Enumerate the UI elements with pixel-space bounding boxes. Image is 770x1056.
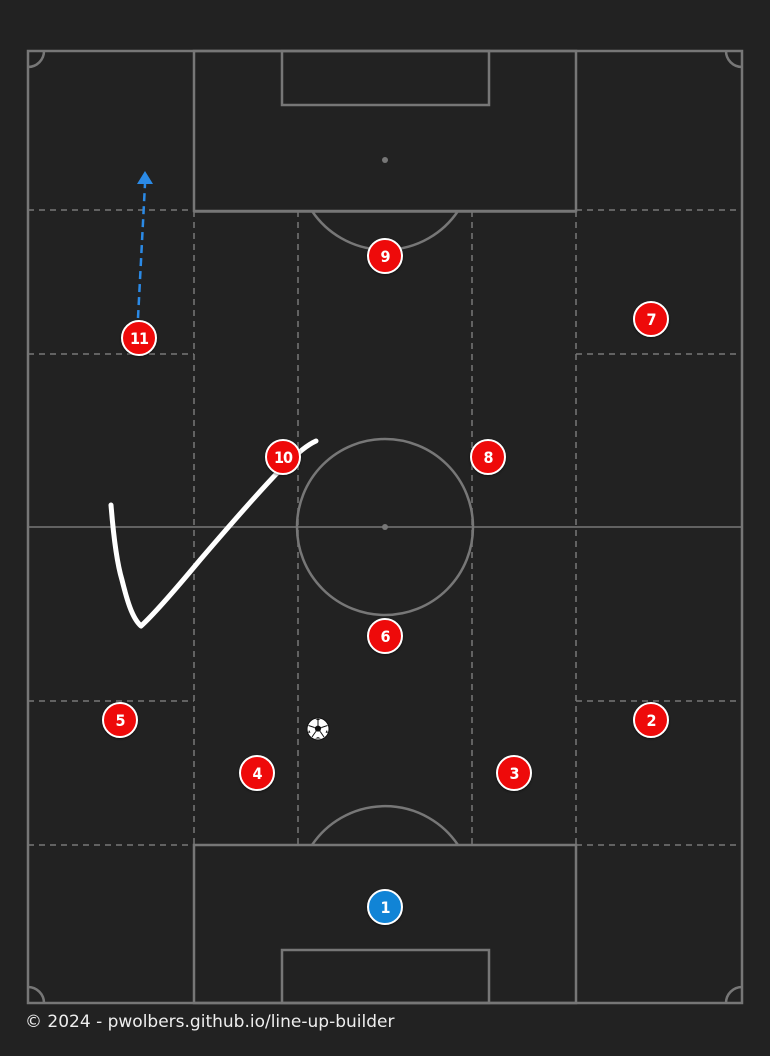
player-5[interactable]: 5 — [102, 702, 138, 738]
soccer-ball-icon[interactable] — [306, 717, 330, 741]
player-11[interactable]: 11 — [121, 320, 157, 356]
corner-arc-top-left — [27, 50, 46, 69]
center-spot — [382, 524, 388, 530]
top-goal-area — [280, 49, 491, 107]
zone-grid — [28, 209, 742, 846]
player-6[interactable]: 6 — [367, 618, 403, 654]
player-3[interactable]: 3 — [496, 755, 532, 791]
top-penalty-area — [192, 49, 578, 213]
footer-credit: © 2024 - pwolbers.github.io/line-up-buil… — [25, 1012, 395, 1032]
corner-arc-bottom-right — [724, 985, 743, 1004]
bottom-goal-area — [280, 948, 491, 1005]
corner-arc-bottom-left — [27, 985, 46, 1004]
player-7[interactable]: 7 — [633, 301, 669, 337]
player-2[interactable]: 2 — [633, 702, 669, 738]
center-circle — [295, 437, 475, 617]
player-10[interactable]: 10 — [265, 439, 301, 475]
top-penalty-spot — [382, 157, 388, 163]
player-9[interactable]: 9 — [367, 238, 403, 274]
player-4[interactable]: 4 — [239, 755, 275, 791]
corner-arc-top-right — [724, 50, 743, 69]
bottom-penalty-arc — [310, 804, 460, 846]
player-1-goalkeeper[interactable]: 1 — [367, 889, 403, 925]
run-arrow[interactable] — [136, 171, 153, 319]
player-8[interactable]: 8 — [470, 439, 506, 475]
